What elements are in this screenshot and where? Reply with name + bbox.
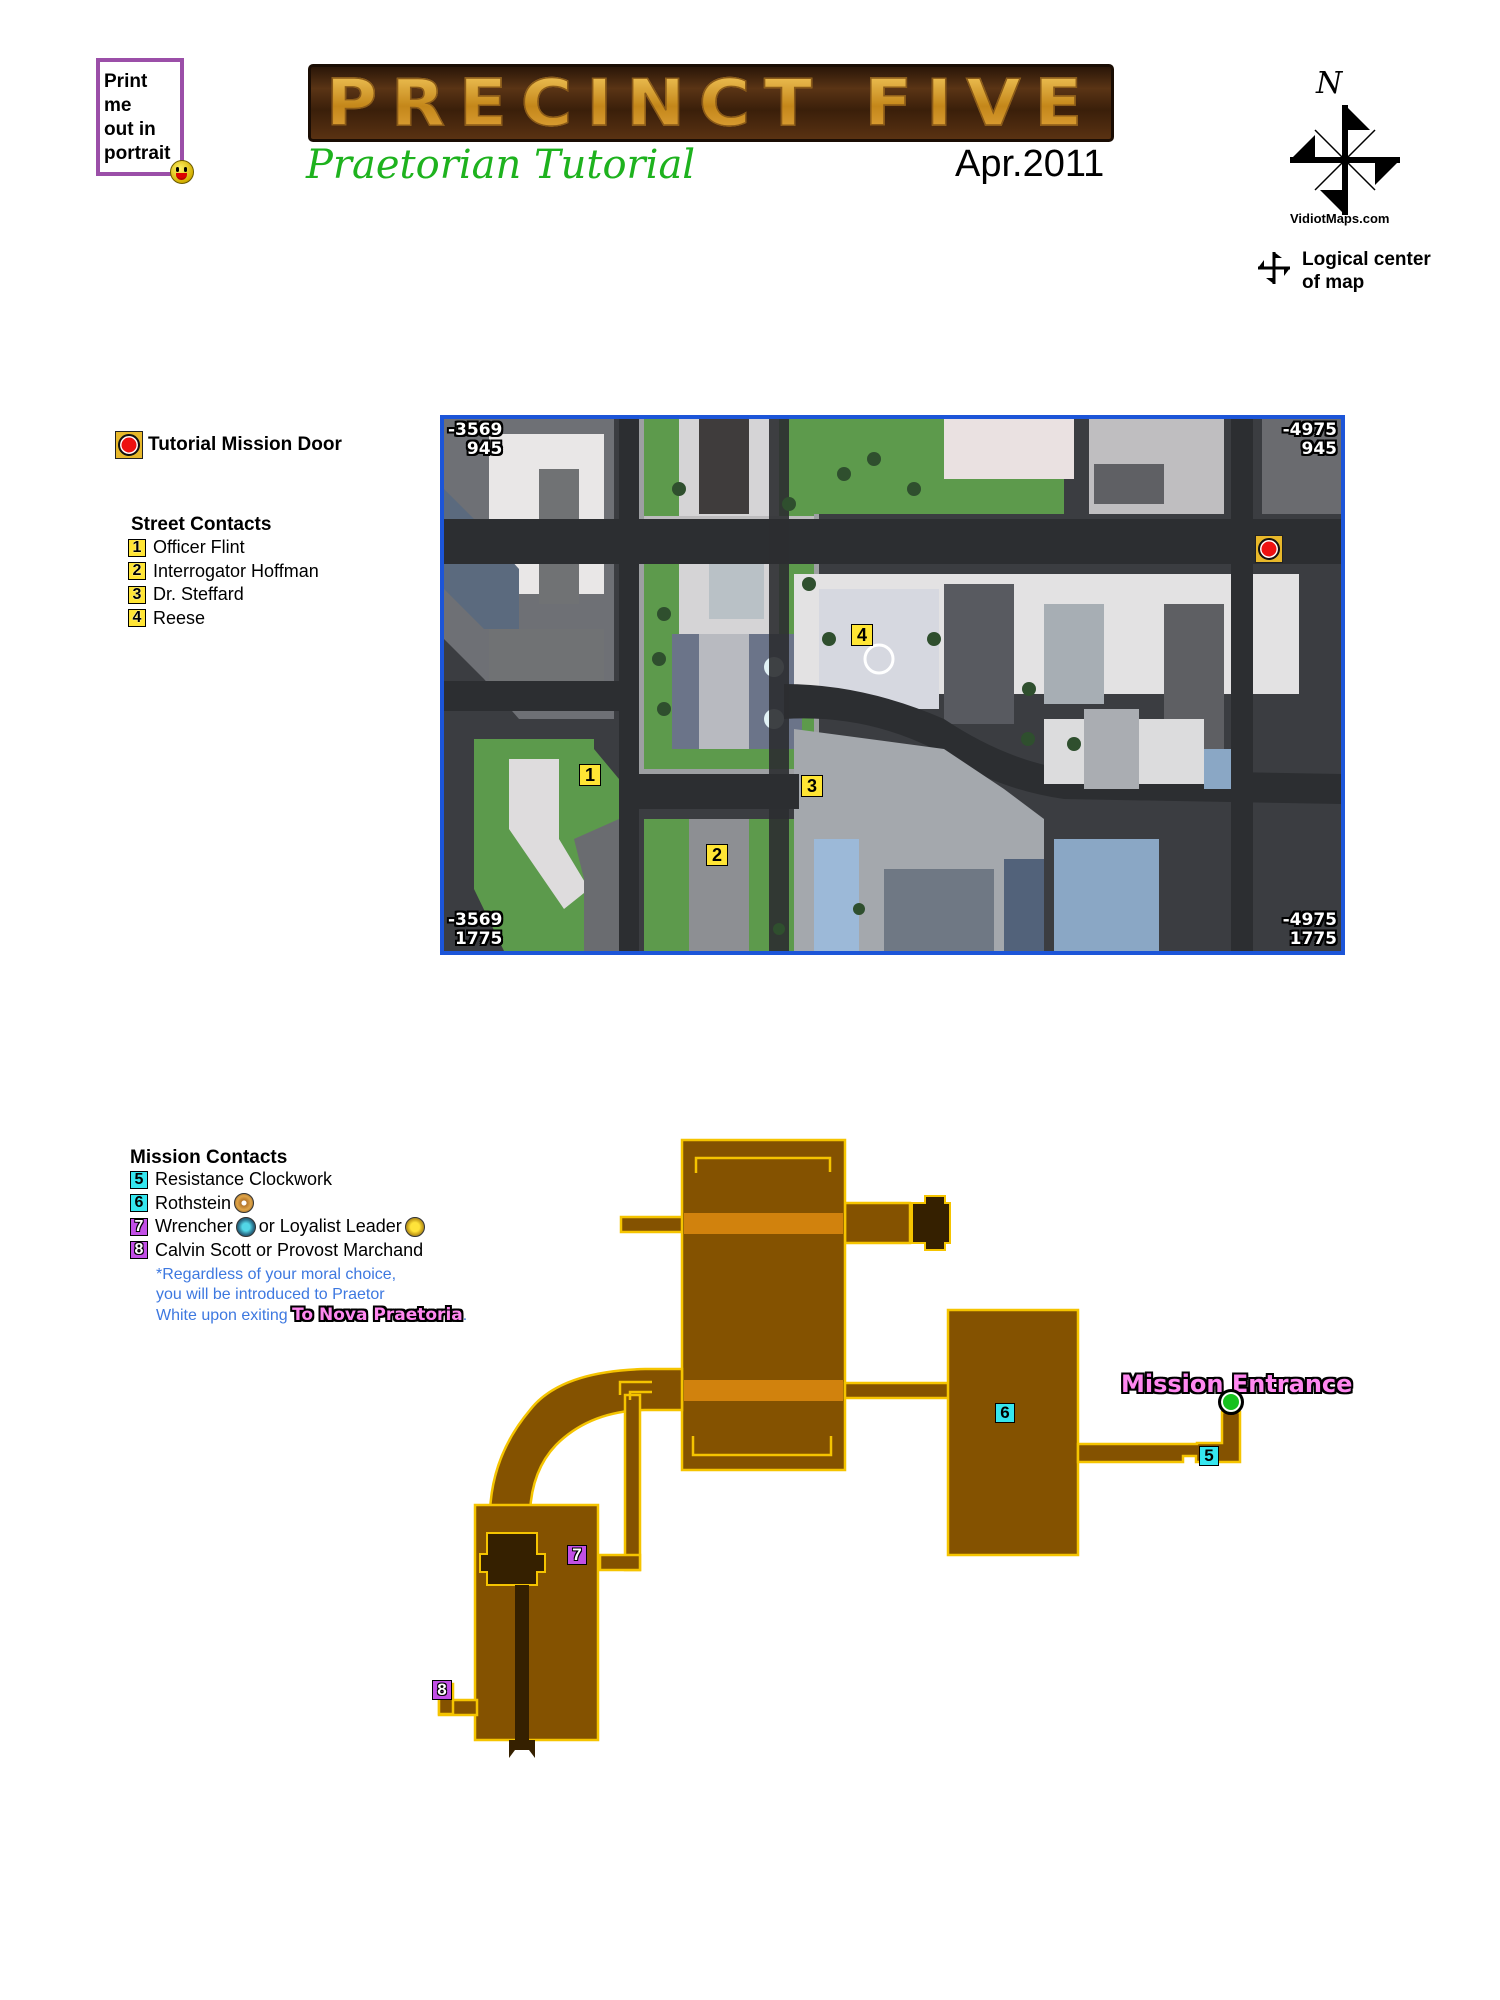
mission-entrance-marker[interactable] [1218,1389,1244,1415]
floor-marker-5[interactable]: 5 [1199,1446,1219,1466]
contact-badge: 8 [130,1241,148,1260]
resistance-icon [234,1193,255,1214]
floor-marker-8[interactable]: 8 [432,1680,452,1700]
map-terrain [444,419,1341,951]
contact-name: Officer Flint [153,537,245,558]
logical-center-icon [1258,252,1290,284]
mission-door-marker[interactable] [1255,535,1283,563]
mission-contacts-title: Mission Contacts [130,1147,288,1168]
contact-badge: 5 [130,1170,148,1189]
map-date: Apr.2011 [955,143,1105,185]
logical-center-line-1: Logical center [1302,249,1431,270]
street-contact-item: 3 Dr. Steffard [128,583,319,607]
mission-contact-item: 5 Resistance Clockwork [130,1168,428,1192]
floor-marker-7[interactable]: 7 [567,1545,587,1565]
moral-choice-note: *Regardless of your moral choice, you wi… [156,1265,467,1326]
coord-bottom-left: -3569 1775 [448,911,502,949]
page-title: PRECINCT FIVE [325,65,1097,141]
note-line-3-text: White upon exiting [156,1307,288,1324]
coord-top-left: -3569 945 [448,421,502,459]
print-line-2: out in [104,119,156,140]
contact-name: Calvin Scott or Provost Marchand [155,1239,424,1260]
mission-contact-item: 6 Rothstein [130,1192,428,1216]
compass-rose-icon: N [1290,66,1400,215]
coord-top-right: -4975 945 [1283,421,1337,459]
coord-y: 945 [1301,439,1338,459]
page-subtitle: Praetorian Tutorial [306,142,696,188]
street-contacts-list: 1 Officer Flint 2 Interrogator Hoffman 3 Dr… [128,536,319,630]
street-contact-item: 4 Reese [128,607,319,631]
coord-y: 1775 [1289,929,1337,949]
contact-alt-name: or Loyalist Leader [258,1216,402,1237]
contact-badge: 1 [128,538,146,557]
contact-name: Resistance Clockwork [155,1169,333,1190]
resistance-chevron-icon [235,1216,256,1237]
contact-badge: 6 [130,1194,148,1213]
vidiotmaps-credit: VidiotMaps.com [1290,211,1390,226]
contact-badge: 3 [128,585,146,604]
red-door-icon [115,431,143,459]
exit-label: To Nova Praetoria [292,1305,463,1325]
note-line-1: *Regardless of your moral choice, [156,1266,397,1283]
note-end: . [462,1307,468,1324]
title-banner: PRECINCT FIVE [308,64,1114,142]
contact-badge: 2 [128,562,146,581]
street-contact-item: 1 Officer Flint [128,536,319,560]
mission-contacts-list: 5 Resistance Clockwork 6 Rothstein 7 Wrench… [130,1168,428,1262]
note-line-3: White upon exiting To Nova Praetoria. [156,1305,467,1326]
coord-y: 945 [466,439,503,459]
map-marker-4[interactable]: 4 [851,624,873,646]
legend-mission-door: Tutorial Mission Door [115,431,342,459]
print-note-box: Print me out in portrait [96,58,194,184]
contact-name: Wrencher [155,1216,233,1237]
smiley-icon [170,160,194,184]
mission-contact-item: 8 Calvin Scott or Provost Marchand [130,1239,428,1263]
map-marker-1[interactable]: 1 [579,764,601,786]
aerial-map[interactable]: -3569 945 -4975 945 -3569 1775 -4975 177… [440,415,1345,955]
coord-x: -4975 [1282,420,1337,440]
mission-contact-item: 7 Wrencher or Loyalist Leader [130,1215,428,1239]
loyalist-star-icon [404,1216,425,1237]
contact-name: Rothstein [155,1192,232,1213]
north-label: N [1315,66,1344,101]
floor-marker-6[interactable]: 6 [995,1403,1015,1423]
street-contacts-title: Street Contacts [131,514,272,535]
street-contact-item: 2 Interrogator Hoffman [128,560,319,584]
contact-name: Reese [153,607,206,628]
note-line-2: you will be introduced to Praetor [156,1286,385,1303]
contact-badge: 7 [130,1217,148,1236]
mission-door-label: Tutorial Mission Door [148,434,342,455]
print-note-text: Print me out in portrait [104,70,180,166]
coord-x: -3569 [448,420,503,440]
contact-name: Dr. Steffard [153,584,244,605]
print-line-3: portrait [104,143,171,164]
contact-badge: 4 [128,609,146,628]
contact-name: Interrogator Hoffman [153,560,319,581]
print-line-1: Print me [104,71,148,116]
logical-center-label: Logical center of map [1302,248,1431,294]
coord-x: -3569 [448,910,503,930]
coord-x: -4975 [1282,910,1337,930]
coord-bottom-right: -4975 1775 [1283,911,1337,949]
coord-y: 1775 [455,929,503,949]
logical-center-line-2: of map [1302,272,1365,293]
map-marker-2[interactable]: 2 [706,844,728,866]
map-marker-3[interactable]: 3 [801,775,823,797]
